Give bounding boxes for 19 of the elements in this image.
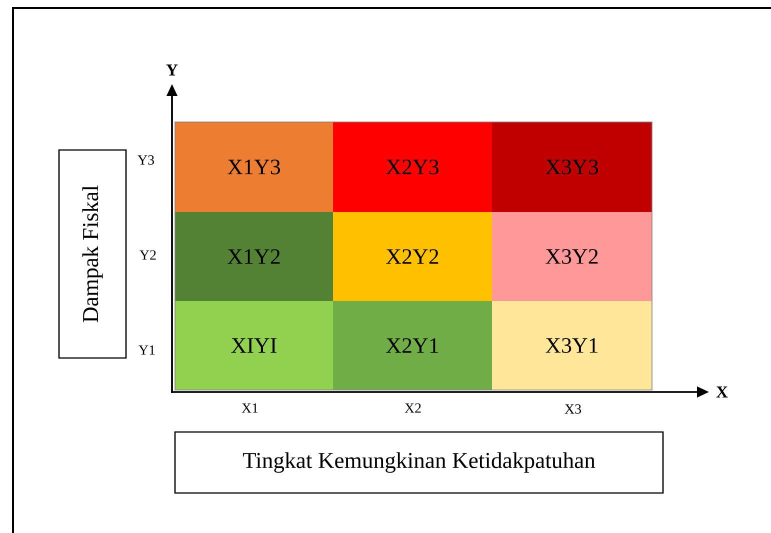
matrix-cell: X3Y1 xyxy=(492,301,652,390)
tick-label: X1 xyxy=(242,403,258,413)
tick-label: Y1 xyxy=(138,345,155,355)
axis-label: X xyxy=(716,386,728,398)
matrix-cell: X1Y3 xyxy=(175,122,333,212)
matrix-cell: X3Y3 xyxy=(492,122,652,212)
matrix-cell: X2Y2 xyxy=(333,212,492,301)
tick-label: X3 xyxy=(564,404,581,414)
matrix-cell: X2Y3 xyxy=(333,122,492,212)
tick-label: Y3 xyxy=(138,155,154,165)
tick-label: Y2 xyxy=(140,250,156,260)
tick-label: X2 xyxy=(404,403,421,413)
matrix-cell: X2Y1 xyxy=(333,301,492,390)
axis-title-box: Dampak Fiskal xyxy=(58,149,127,359)
axis-title-box: Tingkat Kemungkinan Ketidakpatuhan xyxy=(174,431,664,494)
matrix-cell: X3Y2 xyxy=(492,212,652,301)
matrix-cell: X1Y2 xyxy=(175,212,333,301)
matrix-cell: XIYI xyxy=(175,301,333,390)
axis-label: Y xyxy=(166,64,178,76)
